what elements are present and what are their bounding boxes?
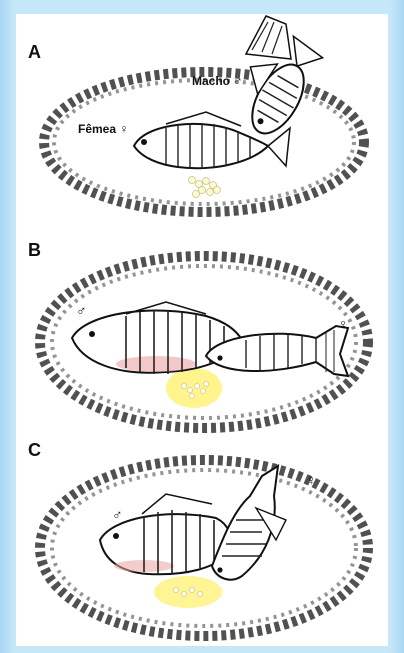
eggs-glow [166,368,222,408]
panel-c-drawing [16,436,388,646]
female-symbol: ♀ [338,316,349,332]
eggs-glow [154,576,222,608]
panel-c-letter: C [28,440,41,461]
female-label: Fêmea ♀ [78,122,128,136]
panel-a-drawing [16,14,388,230]
male-label: Macho ♂ [192,74,242,88]
panel-b-letter: B [28,240,41,261]
male-symbol: ♂ [112,506,123,522]
panel-c: C ♂ ♀ [16,436,388,646]
male-symbol: ♂ [76,302,87,318]
eggs [189,177,221,198]
panel-a-letter: A [28,42,41,63]
panel-a: A Macho ♂ Fêmea ♀ [16,14,388,230]
panel-b: B ♂ ♀ [16,228,388,438]
panel-b-drawing [16,228,388,438]
male-tail-fin [246,16,291,59]
female-symbol: ♀ [306,472,317,488]
